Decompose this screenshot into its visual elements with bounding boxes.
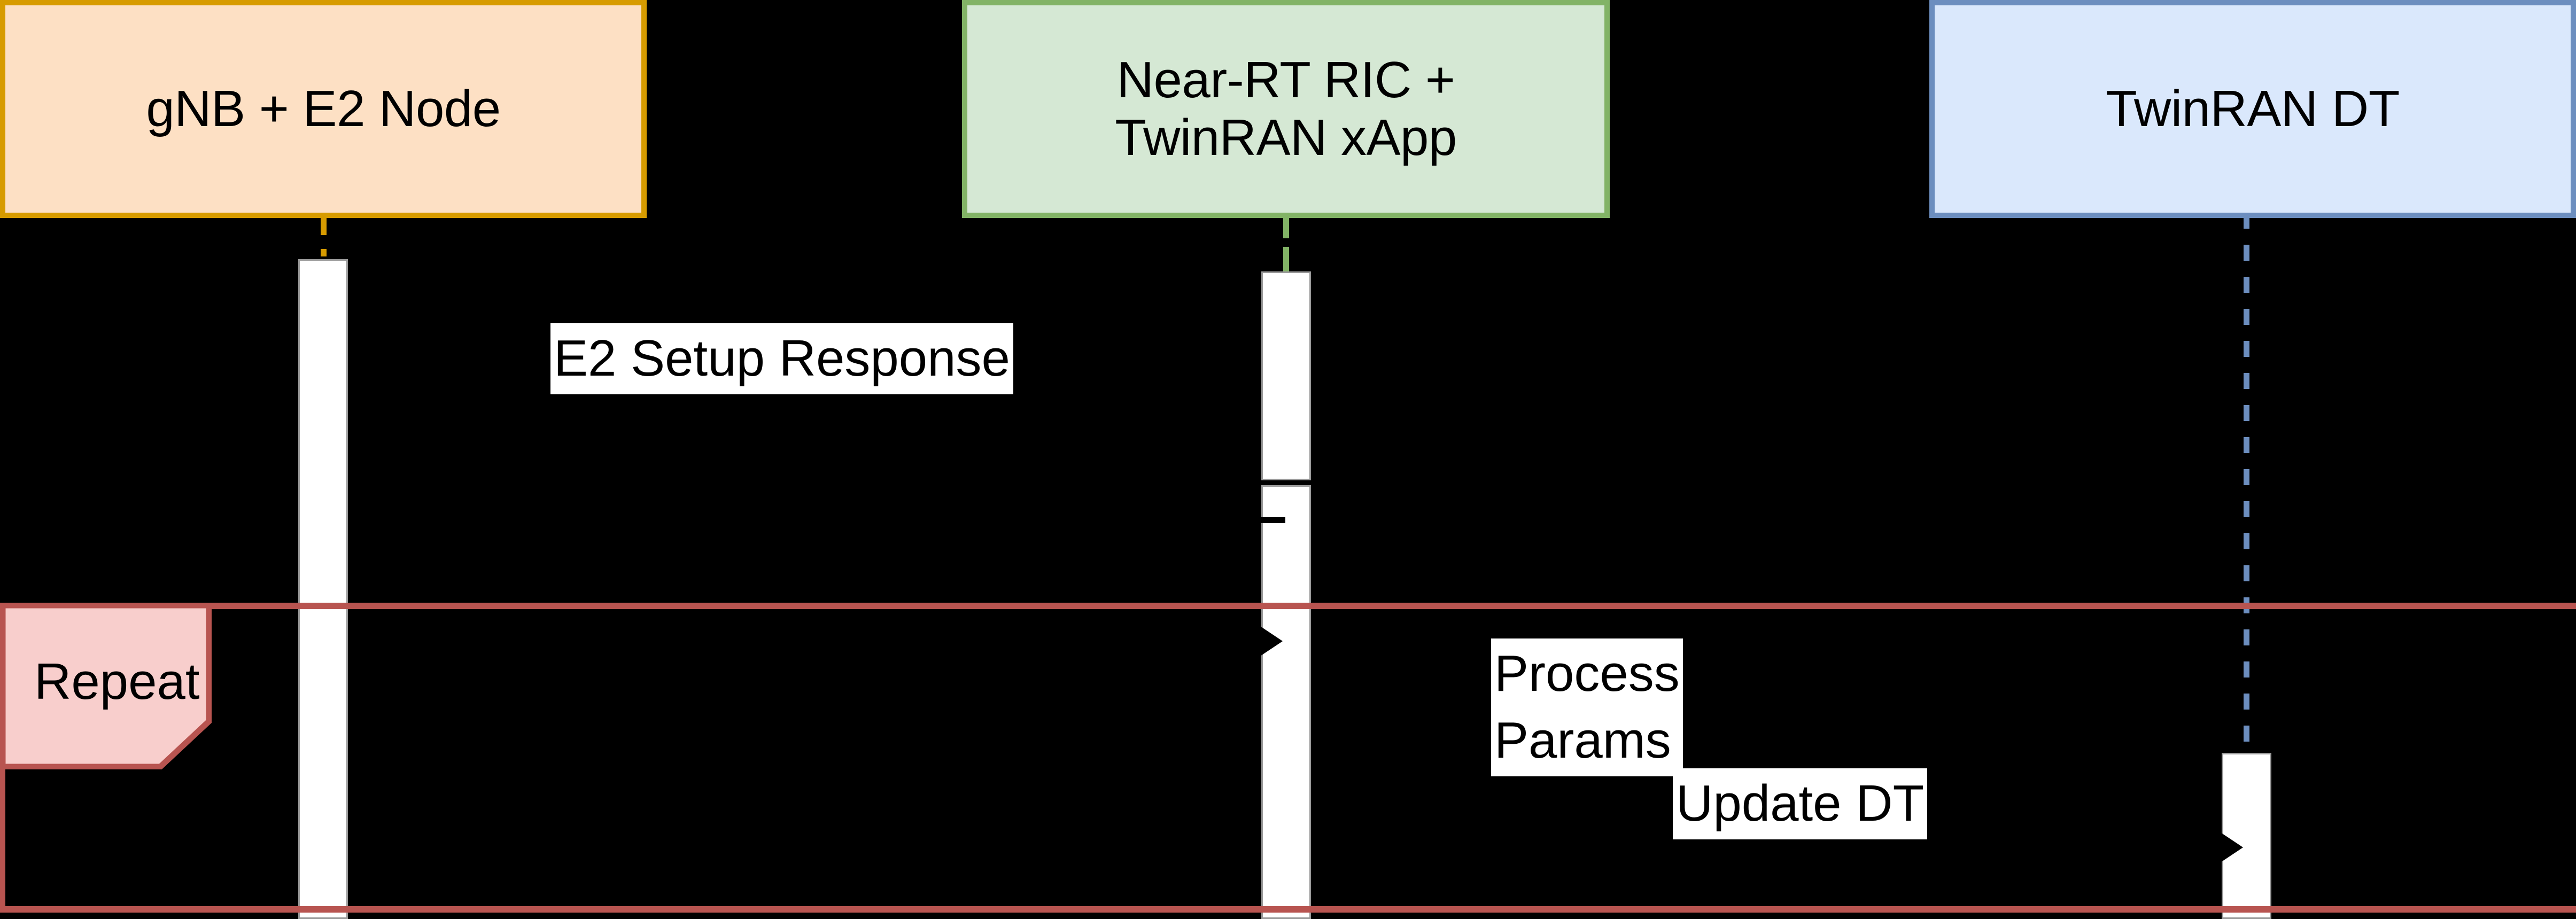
lifeline-near-rt-ric-segment-2 xyxy=(1283,247,1289,271)
loop-fragment-tag-label: Repeat xyxy=(34,653,200,710)
lifeline-near-rt-ric-segment-1 xyxy=(1283,213,1289,238)
message-label-process-params: Process Params xyxy=(1491,638,1683,776)
arrowhead-icon-update-dt xyxy=(2221,832,2243,862)
activation-bar-gnb xyxy=(298,259,348,919)
participant-box-near-rt-ric[interactable]: Near-RT RIC + TwinRAN xApp xyxy=(962,0,1610,218)
participant-label-near-rt-ric: Near-RT RIC + TwinRAN xApp xyxy=(1115,51,1457,166)
loop-fragment-tag-shape xyxy=(0,603,212,769)
activation-bar-near-rt-ric-2 xyxy=(1261,485,1311,919)
pentagon-tag-icon xyxy=(0,603,212,769)
message-label-e2-setup-response: E2 Setup Response xyxy=(550,323,1013,394)
participant-label-gnb: gNB + E2 Node xyxy=(146,80,501,138)
participant-box-twinran-dt[interactable]: TwinRAN DT xyxy=(1929,0,2576,218)
participant-box-gnb[interactable]: gNB + E2 Node xyxy=(0,0,647,218)
lifeline-gnb-segment-1 xyxy=(321,213,327,235)
lifeline-twinran-dt-dashed xyxy=(2244,213,2249,754)
participant-label-twinran-dt: TwinRAN DT xyxy=(2106,80,2400,138)
lifeline-gnb-segment-2 xyxy=(321,249,327,256)
self-message-tick-near-rt-ric xyxy=(1261,517,1285,523)
arrowhead-icon-process-params xyxy=(1260,626,1283,656)
message-label-update-dt: Update DT xyxy=(1673,768,1928,839)
activation-bar-near-rt-ric-1 xyxy=(1261,271,1311,480)
